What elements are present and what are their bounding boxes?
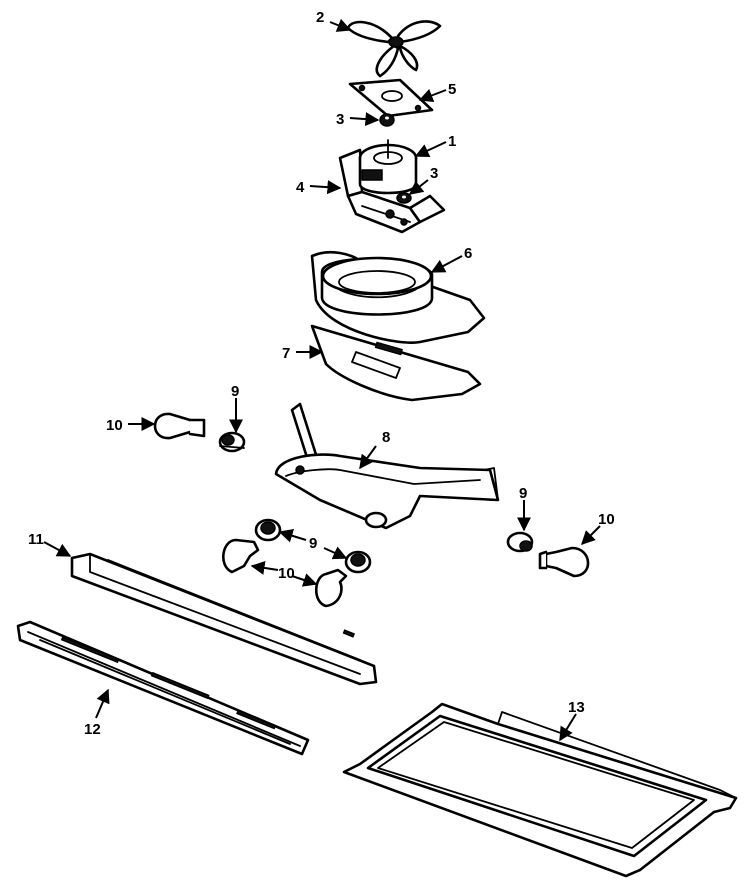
leader-11	[43, 541, 72, 557]
leader-3-upper	[349, 112, 380, 127]
leader-3-lower	[408, 179, 429, 195]
motor-bracket-part	[338, 148, 446, 234]
leader-8	[359, 445, 377, 470]
grommet-upper-part	[379, 113, 395, 127]
leader-4	[309, 180, 342, 195]
callout-3-lower: 3	[430, 165, 438, 182]
leader-12	[95, 688, 110, 719]
trim-strip-part	[70, 552, 378, 686]
callout-8: 8	[382, 429, 390, 446]
light-housing-part	[274, 402, 500, 530]
shelf-frame-part	[342, 702, 738, 878]
leader-9-center-b	[323, 546, 348, 560]
bulb-center-left-part	[222, 538, 260, 574]
leader-2	[329, 18, 352, 32]
bulb-left-part	[153, 412, 206, 440]
callout-12: 12	[84, 721, 101, 738]
leader-10-right	[581, 525, 601, 545]
callout-10-right: 10	[598, 511, 615, 528]
leader-10-center-a	[250, 560, 279, 575]
socket-center-left-part	[254, 518, 282, 542]
callout-2: 2	[316, 9, 324, 26]
fan-shroud-part	[310, 250, 486, 344]
leader-1	[414, 141, 447, 158]
motor-part	[358, 139, 418, 195]
leader-13	[559, 713, 577, 742]
leader-lines	[43, 18, 601, 742]
bulb-right-part	[538, 546, 590, 578]
bulb-center-right-part	[314, 568, 348, 608]
callout-10-center: 10	[278, 565, 295, 582]
socket-left-part	[218, 431, 246, 453]
socket-right-part	[506, 531, 534, 553]
callout-4: 4	[296, 179, 305, 196]
grommet-lower-part	[396, 192, 412, 204]
callout-10-left: 10	[106, 417, 123, 434]
callout-labels: 2 5 3 1 4 3 6 7 9 10 8 9 10 11 9 10 12 1…	[28, 9, 615, 738]
fan-blade-part	[346, 20, 442, 78]
leader-6	[430, 255, 463, 273]
grille-part	[16, 620, 310, 756]
leader-9-center-a	[278, 529, 307, 543]
callout-5: 5	[448, 81, 456, 98]
callout-1: 1	[448, 133, 456, 150]
callout-13: 13	[568, 699, 585, 716]
leader-5	[418, 88, 447, 103]
callout-7: 7	[282, 345, 290, 362]
shroud-plate-part	[310, 324, 482, 402]
callout-9-center: 9	[309, 535, 317, 552]
leader-10-center-b	[291, 573, 318, 587]
callout-3-upper: 3	[336, 111, 344, 128]
callout-11: 11	[28, 531, 44, 548]
top-bracket-part	[348, 78, 434, 118]
callout-9-right: 9	[519, 485, 527, 502]
socket-center-right-part	[344, 550, 372, 574]
callout-9-left: 9	[231, 383, 239, 400]
callout-6: 6	[464, 245, 472, 262]
